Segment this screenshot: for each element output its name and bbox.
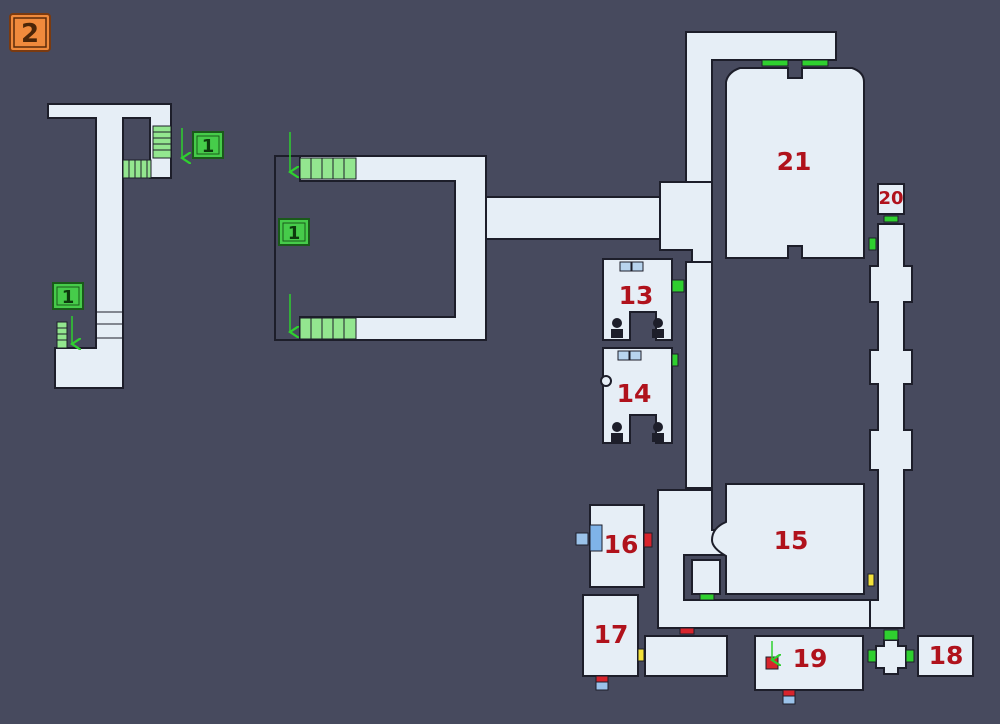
room-18[interactable] [917, 635, 974, 677]
door-green [883, 629, 899, 641]
left-stairs-bottom[interactable] [56, 321, 68, 349]
left-stairs-mid[interactable] [122, 159, 152, 179]
stair-marker-label: 1 [62, 287, 75, 308]
west-corridor [485, 196, 661, 240]
statue-icon[interactable] [611, 318, 623, 338]
stair-marker-label: 1 [202, 136, 215, 157]
u-stair-hall [274, 155, 487, 341]
door-green [867, 649, 877, 663]
south-junction[interactable] [875, 639, 907, 675]
door-green [868, 237, 877, 251]
left-stairs-top[interactable] [152, 125, 172, 159]
room-label: 19 [793, 644, 828, 673]
door-green [671, 279, 685, 293]
left-corridor-steps [96, 311, 123, 339]
door-green [761, 59, 789, 67]
door-green [905, 649, 915, 663]
statue-icon[interactable] [652, 318, 664, 338]
room-label: 13 [619, 281, 654, 310]
u-hall-stairs-bottom[interactable] [299, 317, 357, 340]
room-14[interactable] [602, 347, 673, 444]
door-green [801, 59, 829, 67]
door-green [671, 353, 679, 367]
wheel-icon[interactable] [600, 375, 612, 387]
room-21[interactable] [725, 67, 865, 259]
door-red [679, 627, 695, 635]
statue-icon[interactable] [611, 422, 623, 442]
room-17[interactable] [582, 594, 639, 677]
door-green [699, 593, 715, 601]
left-corridor-floor [47, 103, 172, 389]
room-20[interactable] [877, 183, 905, 215]
central-corridor [685, 261, 713, 489]
room-label: 17 [594, 620, 629, 649]
blue-exits[interactable] [575, 532, 796, 705]
floor-number: 2 [21, 19, 39, 49]
room-label: 20 [878, 188, 903, 209]
left-stair-block [47, 103, 172, 389]
typewriter-icon[interactable] [619, 261, 644, 272]
junction [659, 169, 713, 263]
stair-marker-label: 1 [288, 223, 301, 244]
stair-marker-badge[interactable]: 1 [52, 282, 84, 310]
room-labels: 21 20 13 14 15 16 17 18 19 [594, 147, 964, 673]
door-red [595, 675, 609, 683]
stair-marker-badge[interactable]: 1 [278, 218, 310, 246]
door-red [643, 532, 653, 548]
room-label: 14 [617, 379, 652, 408]
lower-west-corridor [657, 489, 871, 629]
u-hall-stairs-top[interactable] [299, 157, 357, 180]
blue-exit [575, 532, 589, 546]
door-yellow [637, 648, 645, 662]
blue-exit [782, 695, 796, 705]
doors[interactable] [595, 59, 915, 697]
door-yellow [867, 573, 875, 587]
stair-marker-badge[interactable]: 1 [192, 131, 224, 159]
typewriter-icon[interactable] [617, 350, 642, 361]
room-15[interactable] [710, 483, 865, 595]
door-red [782, 689, 796, 697]
room-label: 16 [604, 530, 639, 559]
save-point-icon[interactable] [589, 524, 603, 552]
room-17-annex[interactable] [644, 635, 728, 677]
blue-exit [595, 681, 609, 691]
room-label: 15 [774, 526, 809, 555]
closet[interactable] [691, 559, 721, 595]
north-corridor [685, 31, 837, 183]
east-corridor [869, 223, 913, 629]
statue-icon[interactable] [652, 422, 664, 442]
main-floor [485, 31, 913, 629]
door-green [883, 215, 899, 223]
room-label: 21 [777, 147, 812, 176]
room-label: 18 [929, 641, 964, 670]
floor-badge: 2 [9, 13, 51, 52]
